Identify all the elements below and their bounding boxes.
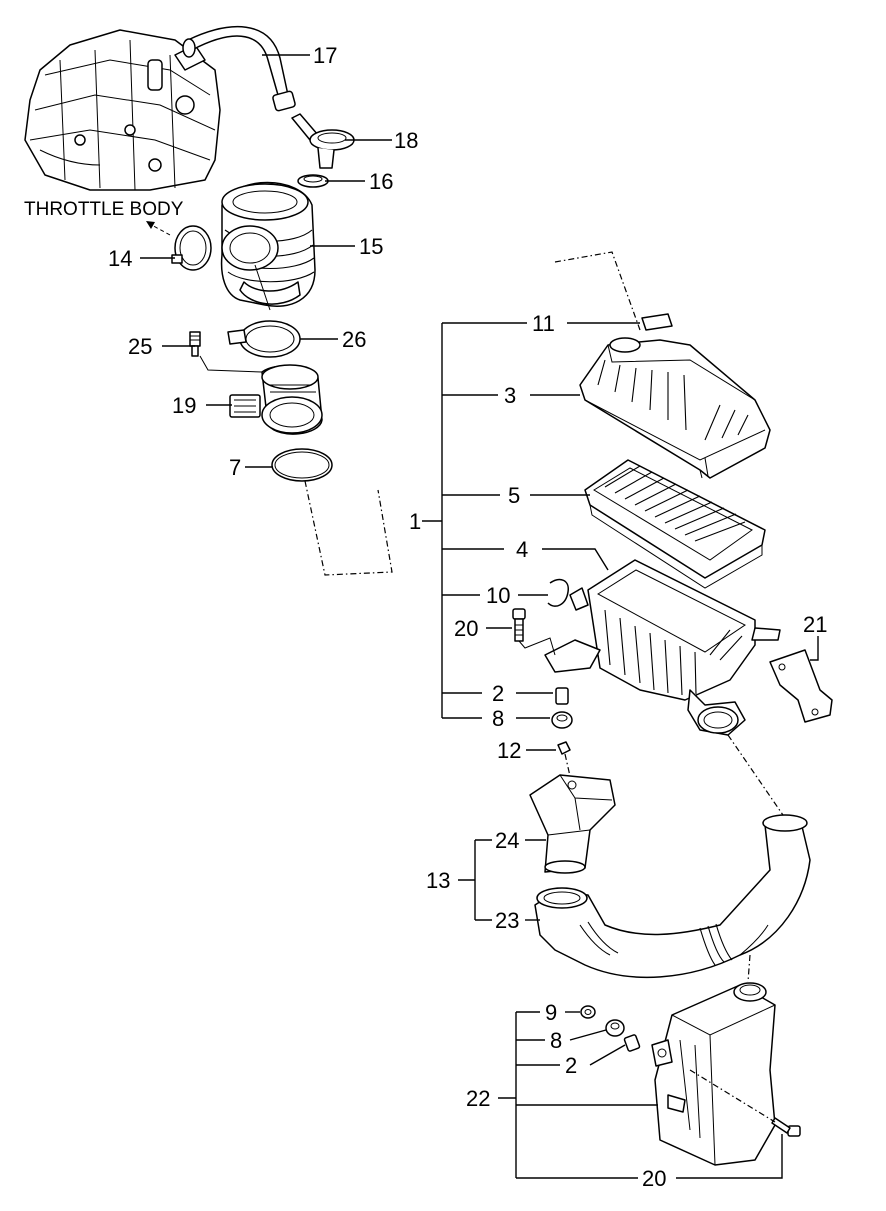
callout-2-upper: 2	[492, 681, 504, 706]
intake-duct-upper	[529, 774, 616, 874]
callout-10: 10	[486, 583, 510, 608]
grommet	[551, 711, 573, 729]
callout-20-upper: 20	[454, 616, 478, 641]
air-flow-sensor	[229, 364, 323, 435]
bolt	[189, 331, 201, 357]
callout-7: 7	[229, 455, 241, 480]
resonator	[651, 982, 776, 1166]
callout-22: 22	[466, 1086, 490, 1111]
hose-clamp-flow-sensor	[227, 320, 301, 358]
clip	[547, 578, 569, 607]
callout-3: 3	[504, 383, 516, 408]
callout-21: 21	[803, 612, 827, 637]
callout-19: 19	[172, 393, 196, 418]
callout-12: 12	[497, 738, 521, 763]
callout-17: 17	[313, 43, 337, 68]
callout-9: 9	[545, 1000, 557, 1025]
callout-13: 13	[426, 868, 450, 893]
washer	[580, 1005, 596, 1019]
engine-block	[24, 29, 221, 191]
collar	[555, 687, 569, 705]
air-cleaner-cover	[579, 337, 771, 479]
breather-hose	[182, 25, 296, 112]
callout-18: 18	[394, 128, 418, 153]
pcv-clamp	[297, 174, 329, 188]
callout-8-lower: 8	[550, 1028, 562, 1053]
air-cleaner-body	[544, 559, 781, 736]
mounting-bolt-lower	[771, 1117, 801, 1137]
callout-4: 4	[516, 537, 528, 562]
callout-26: 26	[342, 327, 366, 352]
callout-5: 5	[508, 483, 520, 508]
pcv-fitting	[291, 113, 355, 169]
callout-8-upper: 8	[492, 706, 504, 731]
grommet-lower	[605, 1019, 625, 1037]
intake-hose	[220, 181, 316, 307]
collar-lower	[623, 1034, 641, 1052]
callout-2-lower: 2	[565, 1053, 577, 1078]
callout-1: 1	[409, 509, 421, 534]
mounting-bolt	[512, 608, 556, 656]
callout-15: 15	[359, 234, 383, 259]
callout-11: 11	[532, 311, 555, 336]
callout-20-lower: 20	[642, 1166, 666, 1191]
label-tag	[641, 313, 673, 331]
throttle-body-label: THROTTLE BODY	[24, 199, 184, 220]
air-filter-element	[584, 459, 766, 589]
callout-23: 23	[495, 908, 519, 933]
hose-clamp-throttle	[171, 225, 212, 271]
intake-duct-lower	[534, 814, 811, 979]
bracket	[769, 649, 833, 723]
o-ring	[271, 448, 333, 482]
callout-24: 24	[495, 828, 519, 853]
callout-14: 14	[108, 246, 132, 271]
callout-25: 25	[128, 334, 152, 359]
callout-16: 16	[369, 169, 393, 194]
nut	[557, 741, 571, 755]
